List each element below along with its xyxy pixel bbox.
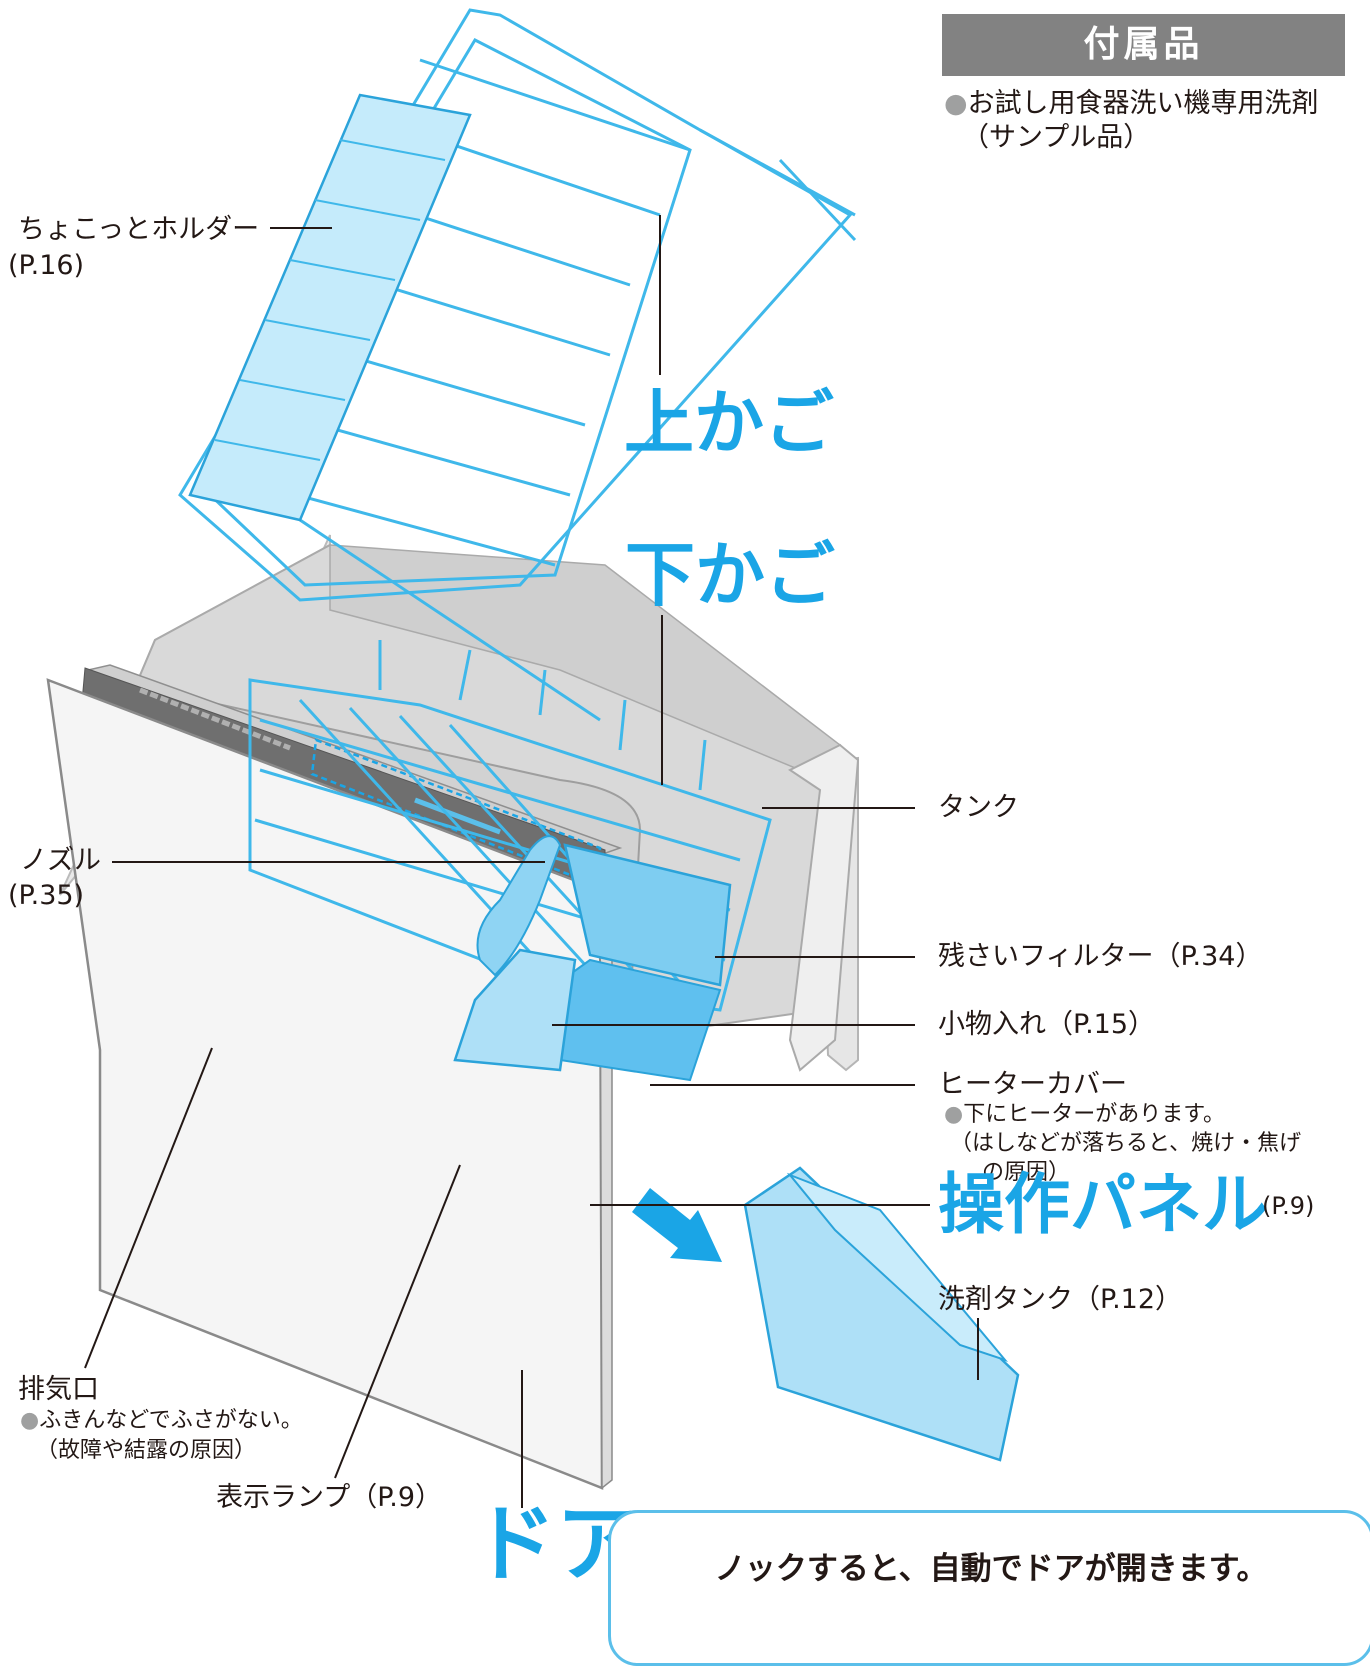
label-indicator-lamp: 表示ランプ（P.9） [216,1482,443,1513]
holder-ribs [214,139,446,461]
residue-filter [563,843,732,987]
tub-right-rim [788,743,860,1072]
detergent-tank-shape [743,1166,1020,1462]
small-items-basket [453,948,577,1072]
label-residue-filter: 残さいフィルター（P.34） [938,941,1263,972]
bullet-icon: ● [20,1408,40,1433]
pull-out-arrow [632,1188,722,1262]
label-detergent-tank: 洗剤タンク（P.12） [938,1284,1183,1315]
accessory-item-text: お試し用食器洗い機専用洗剤 [967,88,1319,119]
heater-note-line1: ●下にヒーターがあります。 [944,1100,1225,1129]
accessory-item-line1: ●お試し用食器洗い機専用洗剤 [944,86,1319,122]
label-control-panel-ref: (P.9) [1262,1192,1315,1220]
bullet-icon: ● [944,88,968,119]
knock-info-text: ノックすると、自動でドアが開きます。 [714,1551,1268,1587]
label-heater-cover: ヒーターカバー [938,1069,1127,1100]
label-nozzle: ノズル [20,845,101,876]
exhaust-note-line1: ●ふきんなどでふさがない。 [20,1406,303,1435]
nozzle-arm [476,835,562,977]
heater-note-text: 下にヒーターがあります。 [963,1102,1226,1127]
label-upper-rack: 上かご [624,382,834,464]
dishwasher-illustration [46,8,1020,1508]
heater-note-line3: の原因） [982,1160,1071,1185]
exhaust-note-line2: （故障や結露の原因） [36,1438,257,1463]
leader-lines [84,215,979,1508]
label-nozzle-ref: (P.35) [8,880,85,911]
label-control-panel: 操作パネル [938,1166,1268,1243]
bullet-icon: ● [944,1102,964,1127]
exhaust-vent [139,687,291,751]
label-tank: タンク [938,792,1019,823]
accessory-item-line2: （サンプル品） [962,122,1151,153]
label-holder-ref: (P.16) [8,250,85,281]
upper-rack [178,8,857,722]
label-small-basket: 小物入れ（P.15） [938,1009,1156,1040]
display-lamp-bar [414,797,501,835]
label-lower-rack: 下かご [625,534,835,616]
accessories-header: 付属品 [942,14,1345,76]
knock-info-box: ノックすると、自動でドアが開きます。 [608,1510,1370,1666]
heater-note-line2: （はしなどが落ちると、焼け・焦げ [950,1131,1302,1156]
label-exhaust: 排気口 [18,1374,99,1405]
exhaust-note-text: ふきんなどでふさがない。 [39,1408,303,1433]
label-holder: ちょこっとホルダー [18,214,260,245]
